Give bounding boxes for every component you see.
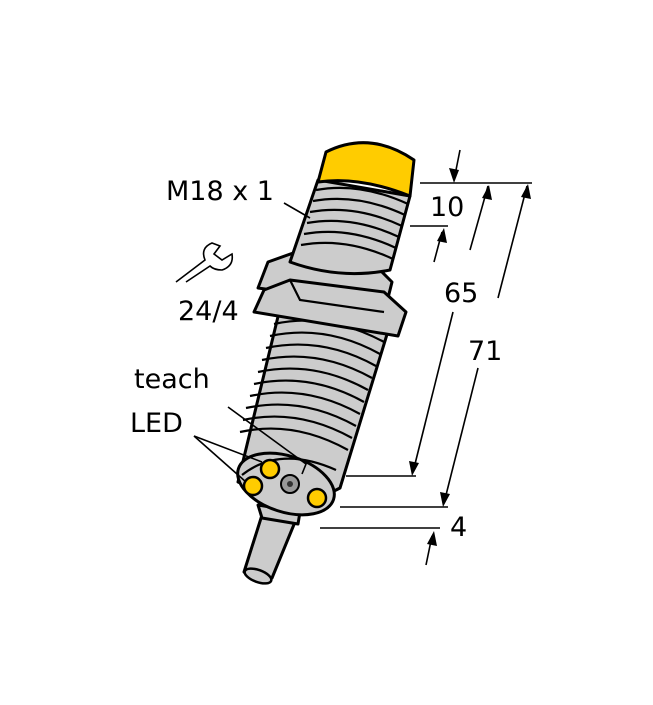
dim-cap-length: 10 — [430, 192, 464, 223]
dim-thread-length: 65 — [444, 278, 478, 309]
dimension-lines — [320, 149, 532, 566]
dim-cable-offset: 4 — [450, 512, 467, 543]
teach-label: teach — [134, 364, 210, 395]
dim-total-length: 71 — [468, 336, 502, 367]
sensor-cap — [316, 141, 416, 198]
wrench-size-label: 24/4 — [178, 296, 239, 327]
lock-nuts — [252, 250, 408, 338]
led-indicator-2 — [242, 475, 264, 497]
cable — [242, 503, 302, 585]
led-label: LED — [130, 408, 183, 439]
end-face — [236, 451, 337, 517]
upper-thread-body — [288, 178, 412, 276]
led-indicator-1 — [259, 458, 281, 480]
led-indicator-3 — [306, 487, 328, 509]
thread-size-label: M18 x 1 — [166, 176, 274, 207]
